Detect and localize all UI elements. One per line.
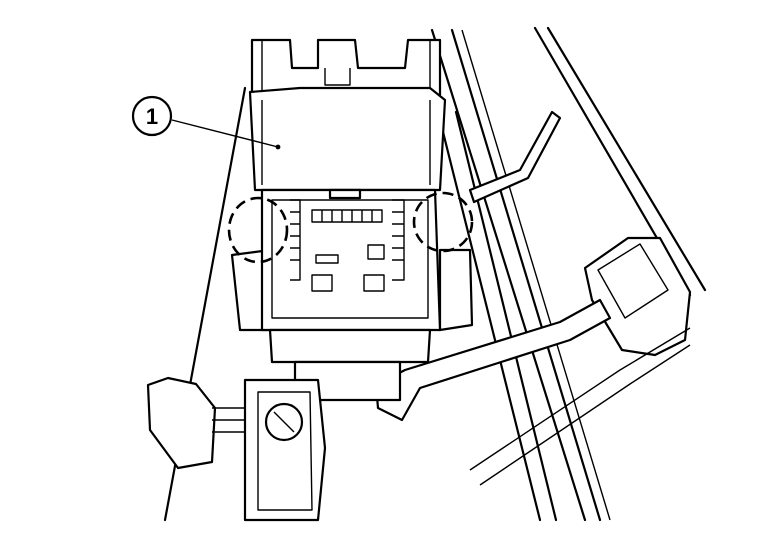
top-tabs xyxy=(250,38,442,97)
connector-body xyxy=(230,86,474,402)
callout-leader-line xyxy=(171,119,279,148)
lower-clip xyxy=(146,376,327,522)
lock-pawl-left xyxy=(227,196,289,264)
strap xyxy=(374,298,691,486)
callout-circle xyxy=(131,95,173,137)
terminal-cavities xyxy=(290,188,405,292)
callout-label: 1 xyxy=(146,104,158,129)
right-rails xyxy=(430,26,707,522)
callout-leader-dot xyxy=(275,144,281,150)
lock-pawl-right xyxy=(412,191,474,253)
callout-1: 1 xyxy=(131,95,281,150)
